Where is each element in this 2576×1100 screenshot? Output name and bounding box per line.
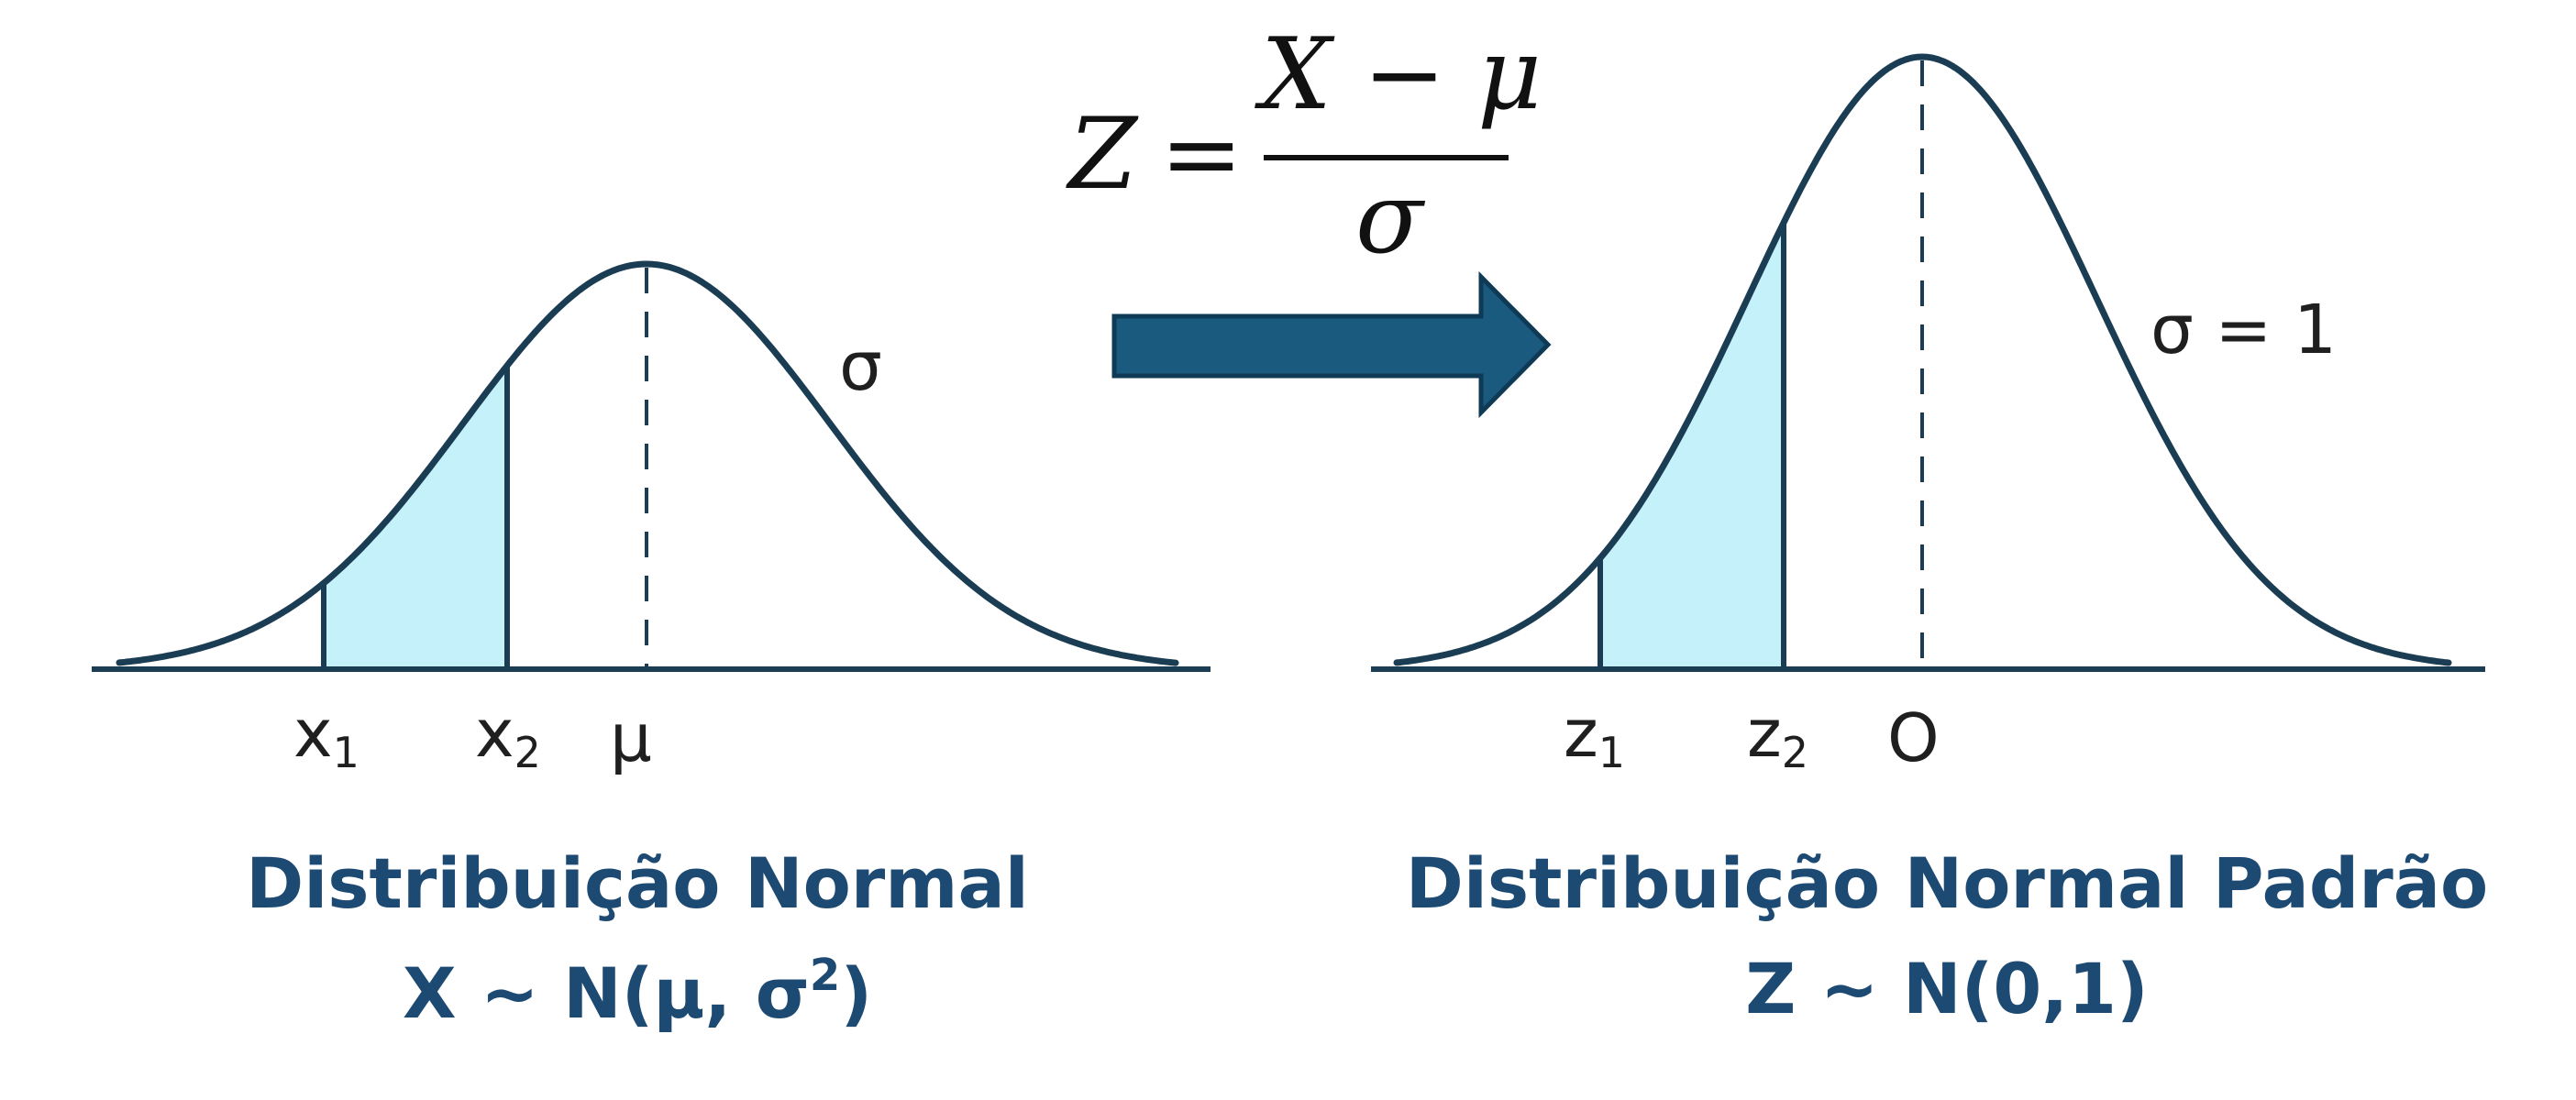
right-caption-title: Distribuição Normal Padrão — [1406, 842, 2488, 924]
formula-numerator: X − μ — [1255, 17, 1542, 132]
left-shaded-area — [324, 365, 507, 669]
left-bell-curve — [116, 260, 1179, 666]
right-upper-bound-label: z2 — [1747, 695, 1808, 777]
left-caption-title: Distribuição Normal — [246, 842, 1029, 924]
formula-denominator: σ — [1355, 161, 1426, 276]
formula-equals: = — [1160, 97, 1244, 212]
right-panel: σ = 1 z1 z2 O Distribuição Normal Padrão… — [1371, 53, 2488, 1029]
left-panel: σ x1 x2 μ Distribuição Normal X ~ N(μ, σ… — [92, 260, 1211, 1034]
right-bell-curve — [1393, 53, 2452, 666]
left-lower-bound-label: x1 — [293, 695, 359, 777]
transform-arrow — [1111, 270, 1552, 419]
right-lower-bound-label: z1 — [1564, 695, 1625, 777]
left-upper-bound-label: x2 — [475, 695, 541, 777]
left-sigma-label: σ — [839, 327, 882, 406]
left-mean-label: μ — [610, 699, 652, 776]
formula-z: Z — [1066, 97, 1139, 212]
right-sigma-label: σ = 1 — [2150, 291, 2337, 369]
left-caption-expression: X ~ N(μ, σ2) — [403, 950, 872, 1034]
right-mean-label: O — [1887, 699, 1940, 776]
standardization-formula: Z = X − μ σ — [1066, 17, 1542, 276]
right-caption-expression: Z ~ N(0,1) — [1745, 948, 2148, 1029]
right-shaded-area — [1600, 222, 1784, 669]
